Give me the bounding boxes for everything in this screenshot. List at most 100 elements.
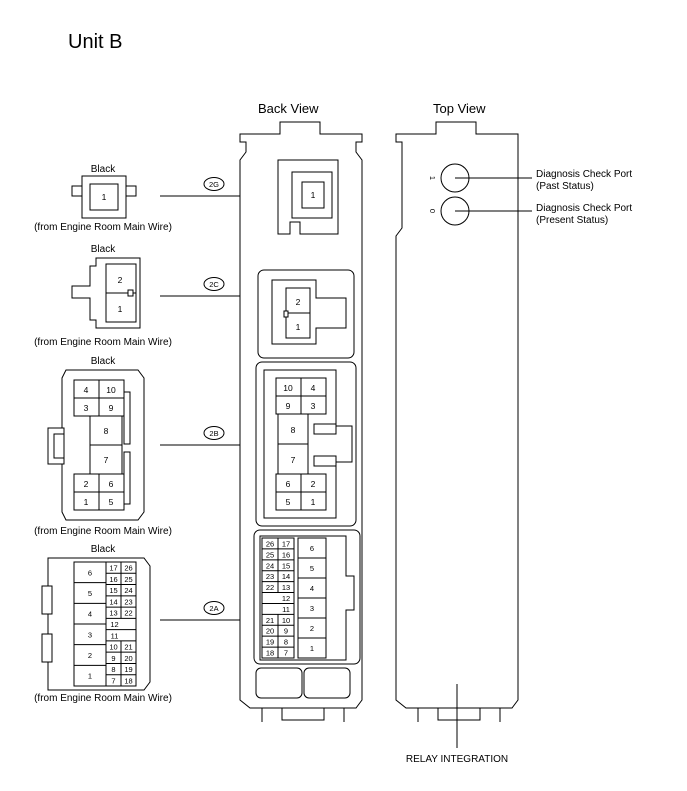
connector-2b-pin: 8 [104,426,109,436]
socket-2a-small-pin: 16 [282,550,290,559]
tag-2b-label: 2B [209,429,218,438]
socket-2a-small-pin: 20 [266,627,274,636]
relay-integration-label: RELAY INTEGRATION [406,754,508,765]
connector-2g-tab-right [125,185,137,197]
connector-2a-small-pin: 10 [109,643,117,652]
connector-2b: Black 4 10 3 9 8 7 2 6 1 5 (from Engine … [34,356,172,537]
socket-2a-big-pin: 6 [310,544,314,553]
connector-2a-big-pin: 1 [88,672,92,681]
socket-2a-small-pin: 22 [266,583,274,592]
socket-2c-pin: 2 [296,297,301,307]
connector-2a-small-pin: 13 [109,609,117,618]
connector-2a-big-pin: 5 [88,589,92,598]
tag-2c: 2C [160,277,271,297]
bottom-slot-left [255,667,303,699]
socket-2b-pin: 4 [311,383,316,393]
connector-2a-big-pin: 6 [88,568,92,577]
connector-2b-pin: 4 [84,385,89,395]
connector-2b-pin: 7 [104,455,109,465]
connector-2a-small-pin: 14 [109,597,117,606]
connector-2a-source: (from Engine Room Main Wire) [34,693,172,704]
connector-2a-small-pin: 9 [111,654,115,663]
top-view-body: 1 0 [395,121,532,748]
socket-2c-pin: 1 [296,322,301,332]
connector-2g-pin: 1 [102,192,107,202]
connector-2a-small-pin: 24 [124,586,132,595]
connector-2a-big-pin: 3 [88,630,92,639]
back-view-body: 1 2 1 10 4 9 3 8 7 6 2 5 1 [239,121,363,722]
connector-2a-small-pin: 7 [111,676,115,685]
socket-2a-small-pin: 13 [282,583,290,592]
socket-2b-pin: 7 [291,455,296,465]
connector-2a-small-pin: 18 [124,676,132,685]
tag-2g: 2G [160,177,277,197]
back-view-label: Back View [258,101,319,116]
port0-label-line2: (Present Status) [536,215,608,226]
connector-2a-small-pin: 11 [111,631,119,640]
connector-2b-pin: 2 [84,479,89,489]
connector-2a-small-pin: 17 [109,564,117,573]
connector-2b-pin: 1 [84,497,89,507]
tag-2c-label: 2C [209,280,219,289]
connector-2a-big-pin: 4 [88,610,92,619]
tag-2a: 2A [160,601,254,621]
tag-2a-label: 2A [209,604,218,613]
connector-2g-pin-cell [89,183,119,211]
top-view-label: Top View [433,101,486,116]
connector-2b-color: Black [91,356,116,367]
socket-2b-pin: 1 [311,497,316,507]
connector-2b-pin: 10 [106,385,116,395]
connector-2a-small-pin: 12 [110,620,118,629]
socket-2a-small-pin: 19 [266,638,274,647]
connector-2a-small-pin: 26 [124,564,132,573]
socket-2b-pin: 9 [286,401,291,411]
connector-2b-pin: 3 [84,403,89,413]
port0-label-line1: Diagnosis Check Port [536,203,632,214]
socket-2a-small-pin: 12 [282,594,290,603]
connector-2c-pin: 1 [118,304,123,314]
socket-2a-big-pin: 2 [310,624,314,633]
connector-2g-color: Black [91,164,116,175]
socket-2b-pin: 2 [311,479,316,489]
socket-2b-pin: 10 [283,383,293,393]
socket-2a-big-pin: 3 [310,604,314,613]
connector-2c: Black 2 1 (from Engine Room Main Wire) [34,244,172,348]
bottom-slot-right [303,667,351,699]
connector-2a-color: Black [91,544,116,555]
port1-label-line1: Diagnosis Check Port [536,169,632,180]
socket-2a-small-pin: 10 [282,616,290,625]
socket-2a-small-pin: 14 [282,572,290,581]
connector-2a-small-pin: 15 [109,586,117,595]
socket-2g-pin: 1 [311,190,316,200]
socket-2a-big-pin: 4 [310,584,314,593]
connector-2a-small-pin: 19 [124,665,132,674]
connector-2c-pin: 2 [118,275,123,285]
tag-2g-label: 2G [209,180,219,189]
connector-2b-source: (from Engine Room Main Wire) [34,526,172,537]
connector-2a-small-pin: 23 [124,597,132,606]
connector-2a-small-pin: 21 [124,643,132,652]
connector-2g-source: (from Engine Room Main Wire) [34,222,172,233]
socket-2a-small-pin: 24 [266,561,274,570]
connector-2b-pin: 5 [109,497,114,507]
socket-2b-pin: 3 [311,401,316,411]
socket-2a-small-pin: 15 [282,561,290,570]
socket-2a-small-pin: 25 [266,550,274,559]
socket-2a-small-pin: 9 [284,627,288,636]
socket-2a-small-pin: 8 [284,638,288,647]
socket-2a-big-pin: 5 [310,564,314,573]
socket-2a-small-pin: 17 [282,539,290,548]
connector-2c-source: (from Engine Room Main Wire) [34,337,172,348]
socket-2b-pin: 6 [286,479,291,489]
socket-2a-small-pin: 26 [266,539,274,548]
connector-2a-big-pin: 2 [88,651,92,660]
connector-2g: Black 1 (from Engine Room Main Wire) [34,164,172,233]
socket-2b-pin: 8 [291,425,296,435]
connector-2a-small-pin: 22 [124,609,132,618]
port1-mark: 1 [428,176,437,180]
socket-2a-big-pin: 1 [310,644,314,653]
connector-2b-pin: 9 [109,403,114,413]
connector-2b-pin: 6 [109,479,114,489]
